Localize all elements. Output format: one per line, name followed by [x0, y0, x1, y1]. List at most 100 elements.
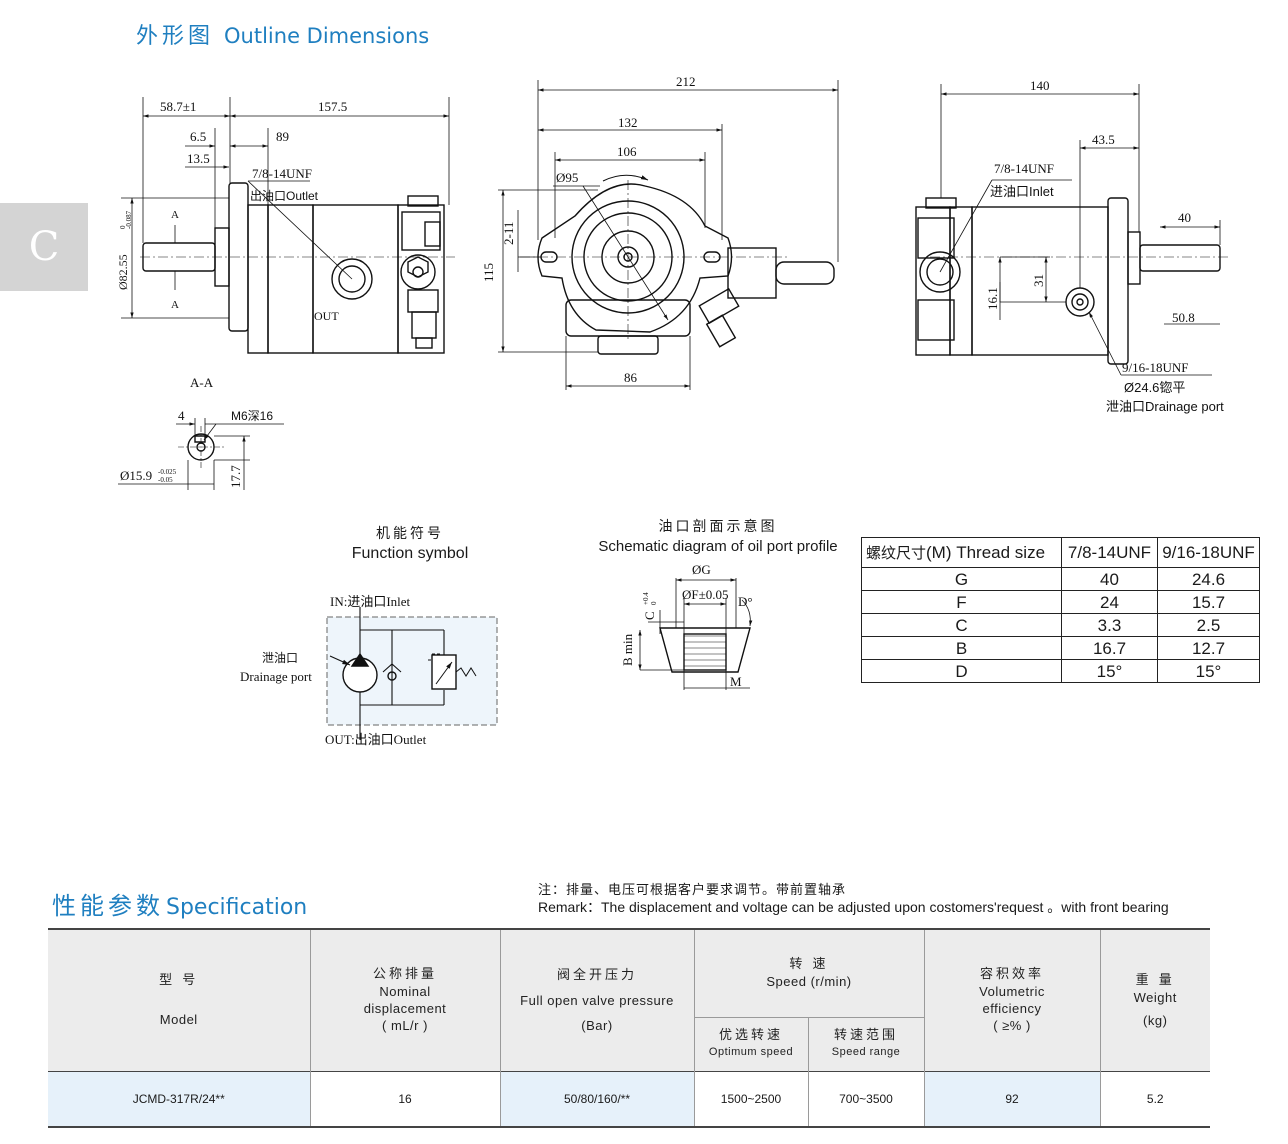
- dim-212: 212: [676, 74, 696, 89]
- thread-header: 螺纹尺寸(M) Thread size: [861, 537, 1062, 568]
- thread-col-1: 7/8-14UNF: [1061, 537, 1158, 568]
- section-a-top: A: [171, 209, 179, 221]
- header-range-cn: 转速范围: [833, 1028, 898, 1043]
- cell-range: 700~3500: [807, 1070, 925, 1128]
- header-efficiency-en2: efficiency: [982, 1001, 1042, 1017]
- dim-dia-15-9-tol-low: -0.05: [158, 476, 173, 484]
- table-row: C 3.3 2.5: [861, 613, 1260, 637]
- header-weight-en: Weight: [1133, 989, 1177, 1005]
- header-model: 型 号 Model: [48, 929, 311, 1071]
- header-valve-en: Full open valve pressure: [520, 992, 674, 1008]
- row-value-2: 2.5: [1157, 613, 1260, 637]
- dim-dia-95: Ø95: [556, 170, 578, 185]
- header-range-en: Speed range: [831, 1046, 901, 1058]
- rear-view: [915, 84, 1230, 376]
- oil-port-title-cn: 油口剖面示意图: [658, 519, 778, 535]
- header-optimum-en: Optimum speed: [708, 1046, 794, 1058]
- front-view: [498, 80, 839, 390]
- rear-port-thread: 7/8-14UNF: [994, 161, 1054, 176]
- fs-drain-cn: 泄油口: [262, 651, 298, 665]
- row-value-1: 40: [1061, 567, 1158, 591]
- dim-dia-tol-up: 0: [119, 225, 127, 229]
- side-port-thread: 7/8-14UNF: [252, 166, 312, 181]
- dim-4: 4: [178, 408, 185, 423]
- out-label: OUT: [314, 309, 339, 323]
- header-optimum-cn: 优选转速: [718, 1028, 783, 1043]
- dim-2-11: 2-11: [501, 222, 516, 245]
- header-displacement-en1: Nominal: [379, 984, 431, 1000]
- op-c-tol-low: 0: [650, 601, 658, 605]
- function-symbol-caption: 机能符号 Function symbol: [330, 525, 490, 563]
- header-weight-unit: (kg): [1143, 1012, 1168, 1028]
- op-d: D°: [738, 594, 753, 609]
- dim-115: 115: [481, 263, 496, 282]
- row-value-1: 16.7: [1061, 636, 1158, 660]
- spec-table: 型 号 Model 公称排量 Nominal displacement ( mL…: [48, 928, 1210, 1128]
- remark-en: Remark：The displacement and voltage can …: [538, 899, 1169, 915]
- thread-header-cn: 螺纹尺寸: [866, 543, 927, 562]
- dim-17-7: 17.7: [228, 465, 243, 488]
- function-symbol-title-en: Function symbol: [351, 545, 469, 562]
- dim-132: 132: [618, 115, 638, 130]
- header-displacement-unit: ( mL/r ): [382, 1018, 428, 1034]
- drain-spotface: Ø24.6锪平: [1124, 380, 1185, 395]
- row-label: C: [861, 613, 1062, 637]
- header-speed: 转 速 Speed (r/min): [693, 929, 925, 1017]
- fs-drain-en: Drainage port: [240, 669, 312, 684]
- header-displacement-en2: displacement: [363, 1001, 447, 1017]
- cell-efficiency: 92: [923, 1070, 1101, 1128]
- spec-section-title: 性能参数Specification: [52, 886, 307, 921]
- fs-outlet: OUT:出油口Outlet: [325, 732, 427, 747]
- row-value-1: 15°: [1061, 659, 1158, 683]
- row-label: G: [861, 567, 1062, 591]
- thread-col-2: 9/16-18UNF: [1157, 537, 1260, 568]
- function-symbol-title-cn: 机能符号: [376, 526, 444, 542]
- row-value-2: 15.7: [1157, 590, 1260, 614]
- row-value-2: 15°: [1157, 659, 1260, 683]
- chapter-tab[interactable]: C: [0, 203, 88, 291]
- row-value-2: 24.6: [1157, 567, 1260, 591]
- side-view: [121, 97, 455, 354]
- dim-40: 40: [1178, 210, 1191, 225]
- header-speed-en: Speed (r/min): [766, 974, 852, 990]
- header-efficiency-unit: ( ≥% ): [993, 1018, 1031, 1034]
- cell-valve: 50/80/160/**: [499, 1070, 695, 1128]
- cell-displacement: 16: [309, 1070, 501, 1128]
- header-efficiency-en1: Volumetric: [979, 984, 1045, 1000]
- dim-140: 140: [1030, 78, 1050, 93]
- dim-157-5: 157.5: [318, 99, 347, 114]
- outline-title-en: Outline Dimensions: [224, 24, 430, 48]
- dim-m6: M6深16: [231, 409, 273, 423]
- outline-drawings: 58.7±1 157.5 6.5 89 13.5 7/8-14UNF 出油口Ou…: [116, 74, 1230, 747]
- header-weight: 重 量 Weight (kg): [1099, 929, 1210, 1071]
- cell-model: JCMD-317R/24**: [48, 1070, 311, 1128]
- header-valve-unit: (Bar): [581, 1017, 613, 1033]
- section-a-bottom: A: [171, 299, 179, 311]
- op-f: ØF±0.05: [682, 587, 729, 602]
- dim-31: 31: [1031, 274, 1046, 287]
- drain-note: 泄油口Drainage port: [1106, 399, 1224, 414]
- dim-89: 89: [276, 129, 289, 144]
- section-aa-view: [118, 418, 284, 490]
- header-efficiency: 容积效率 Volumetric efficiency ( ≥% ): [923, 929, 1101, 1071]
- thread-table-header: 螺纹尺寸(M) Thread size 7/8-14UNF 9/16-18UNF: [861, 537, 1260, 568]
- row-value-1: 24: [1061, 590, 1158, 614]
- oil-port-profile-diagram: [638, 578, 753, 690]
- table-row: JCMD-317R/24** 16 50/80/160/** 1500~2500…: [48, 1070, 1210, 1128]
- spec-title-en: Specification: [166, 895, 308, 920]
- row-value-2: 12.7: [1157, 636, 1260, 660]
- op-b: B min: [620, 633, 635, 666]
- dim-50-8: 50.8: [1172, 310, 1195, 325]
- dim-106: 106: [617, 144, 637, 159]
- thread-header-en: (M) Thread size: [926, 542, 1046, 562]
- op-c-tol-up: +0.4: [642, 592, 650, 605]
- dim-43-5: 43.5: [1092, 132, 1115, 147]
- header-weight-cn: 重 量: [1135, 972, 1175, 988]
- header-displacement-cn: 公称排量: [372, 967, 437, 983]
- dim-dia-15-9-tol-up: -0.025: [158, 468, 177, 476]
- cell-optimum: 1500~2500: [693, 1070, 809, 1128]
- function-symbol-diagram: [326, 607, 498, 740]
- row-label: D: [861, 659, 1062, 683]
- op-g: ØG: [692, 562, 711, 577]
